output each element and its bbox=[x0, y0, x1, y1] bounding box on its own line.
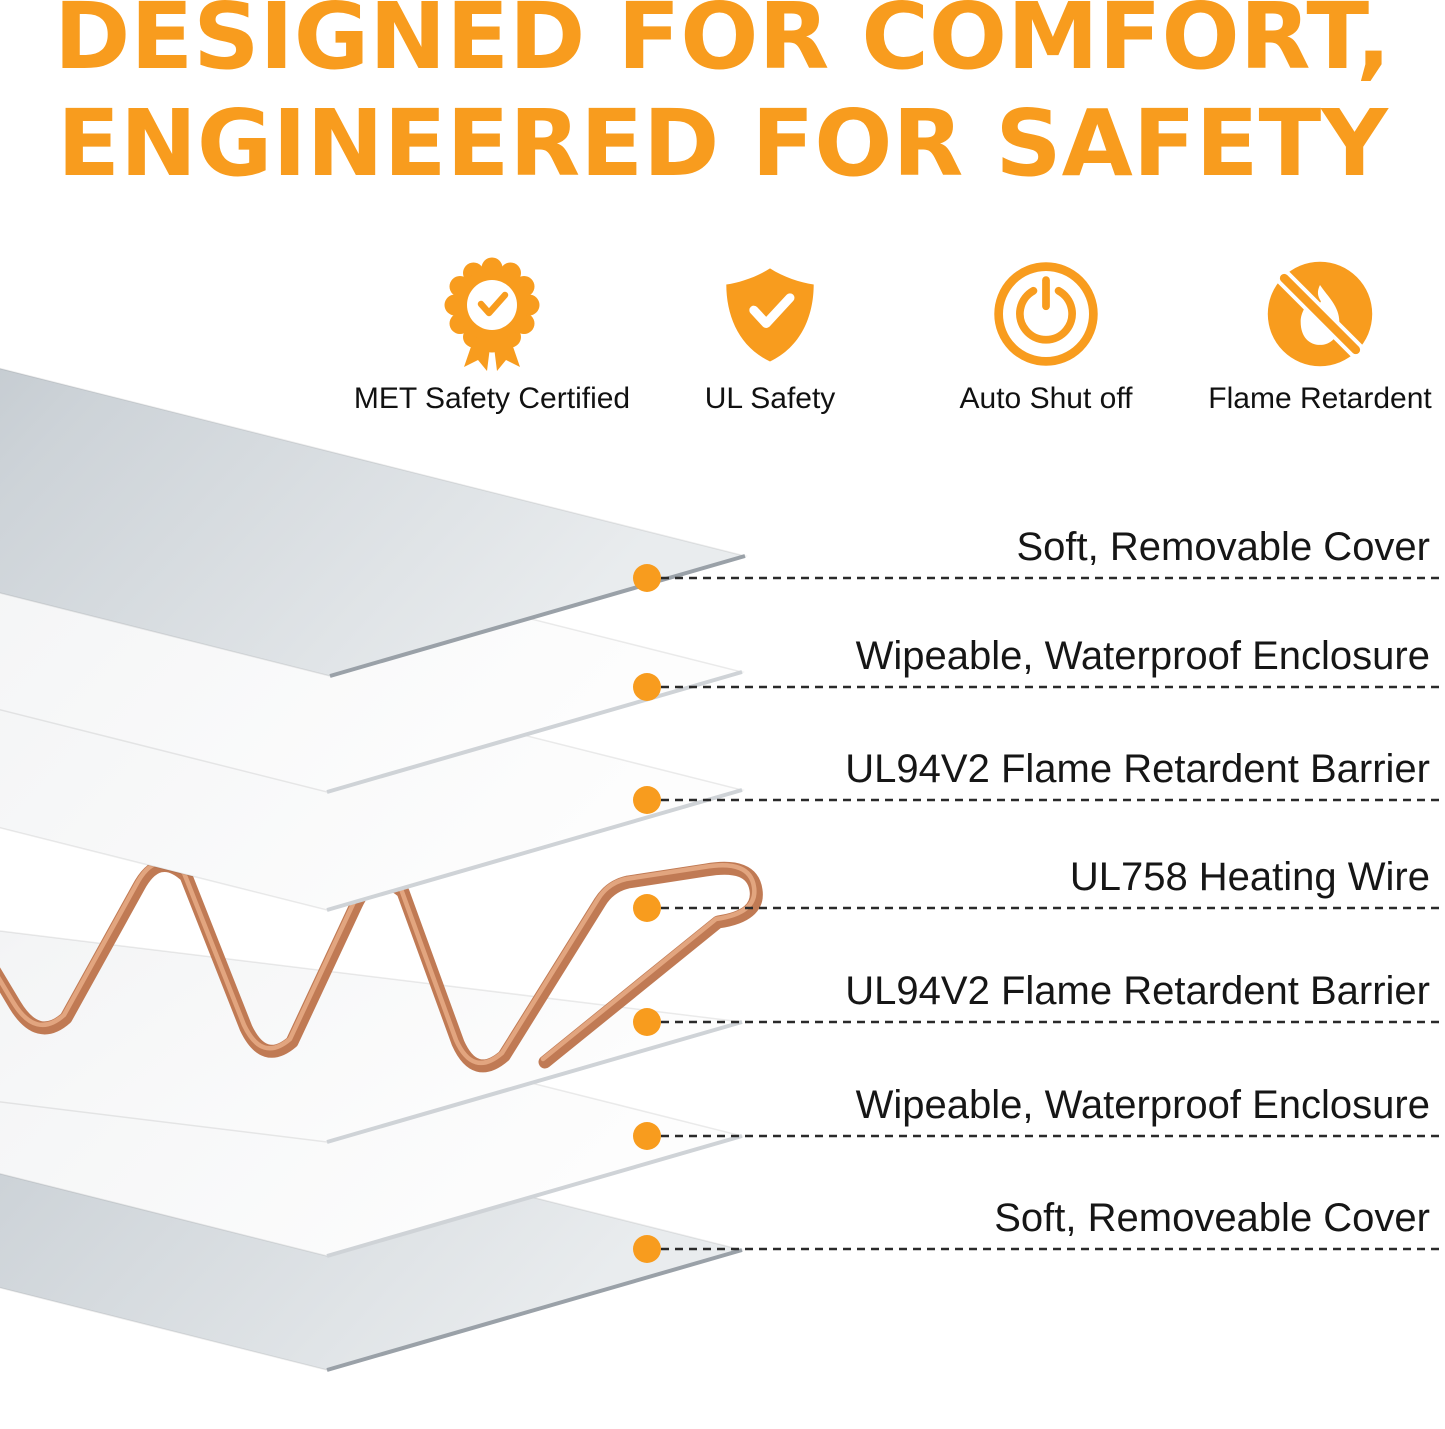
auto-shutoff-power-icon bbox=[994, 262, 1098, 366]
sheet-edge bbox=[326, 1134, 743, 1258]
title-line-1: DESIGNED FOR COMFORT, bbox=[53, 0, 1391, 90]
callout-label-cover-top: Soft, Removable Cover bbox=[1016, 525, 1430, 569]
callout-dot bbox=[633, 1235, 661, 1263]
badge-ul-safety: UL Safety bbox=[620, 252, 920, 416]
badge-label: UL Safety bbox=[704, 382, 836, 415]
callout-label-barrier-top: UL94V2 Flame Retardent Barrier bbox=[845, 747, 1430, 791]
callout-label-barrier-bottom: UL94V2 Flame Retardent Barrier bbox=[845, 969, 1430, 1013]
met-certified-medal-icon bbox=[444, 257, 540, 371]
sheet-edge bbox=[326, 788, 743, 912]
callout-label-cover-bottom: Soft, Removeable Cover bbox=[994, 1196, 1430, 1240]
callout-label-heating-wire: UL758 Heating Wire bbox=[1069, 855, 1430, 899]
callout-label-enclosure-top: Wipeable, Waterproof Enclosure bbox=[855, 634, 1430, 678]
callout-dot bbox=[633, 786, 661, 814]
safety-badges: MET Safety Certified UL Safety Auto Shut… bbox=[0, 252, 1445, 432]
badge-label: MET Safety Certified bbox=[353, 382, 631, 415]
badge-flame-retardant: Flame Retardent bbox=[1170, 252, 1445, 416]
page-title: DESIGNED FOR COMFORT, ENGINEERED FOR SAF… bbox=[0, 0, 1445, 197]
badge-label: Auto Shut off bbox=[959, 382, 1133, 415]
callout-dot bbox=[633, 1122, 661, 1150]
callout-dot bbox=[633, 673, 661, 701]
callout-label-enclosure-bottom: Wipeable, Waterproof Enclosure bbox=[855, 1083, 1430, 1127]
badge-met-certified: MET Safety Certified bbox=[342, 252, 642, 416]
callout-dot bbox=[633, 894, 661, 922]
badge-label: Flame Retardent bbox=[1208, 382, 1432, 415]
flame-retardant-icon bbox=[1267, 261, 1373, 367]
badge-auto-shutoff: Auto Shut off bbox=[896, 252, 1196, 416]
callout-dot bbox=[633, 564, 661, 592]
sheet-edge bbox=[326, 670, 743, 794]
callout-dot bbox=[633, 1008, 661, 1036]
sheet-edge bbox=[326, 1020, 743, 1144]
callout-leaders bbox=[633, 564, 1445, 1263]
ul-safety-shield-icon bbox=[726, 268, 814, 362]
sheet-edge bbox=[326, 1248, 743, 1372]
title-line-2: ENGINEERED FOR SAFETY bbox=[57, 89, 1388, 197]
sheet-edge bbox=[329, 554, 746, 678]
